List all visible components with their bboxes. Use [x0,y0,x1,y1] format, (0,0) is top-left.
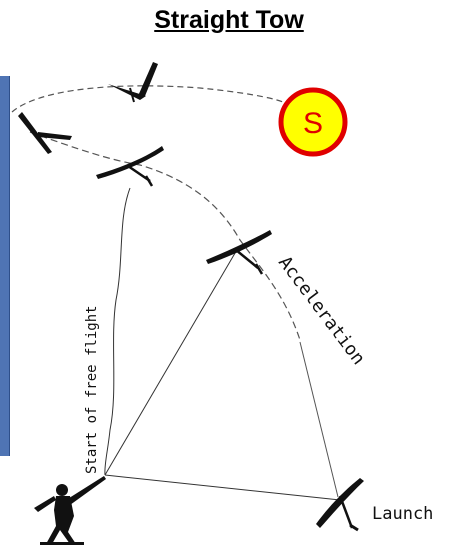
free-flight-label: Start of free flight [84,305,100,474]
acceleration-label: Acceleration [274,252,369,368]
s-badge-letter: S [303,107,323,140]
glider-accel [206,230,272,274]
s-badge: S [281,90,345,154]
glider-top [108,62,158,102]
launch-label: Launch [372,504,433,524]
glider-mid [96,146,164,186]
glider-launch [316,478,364,530]
tow-line-ground [105,475,340,500]
tow-line-right [300,342,338,497]
launcher-figure [34,476,106,545]
tow-line-accel [105,248,238,475]
free-flight-line [105,188,130,475]
glider-left [18,112,72,154]
